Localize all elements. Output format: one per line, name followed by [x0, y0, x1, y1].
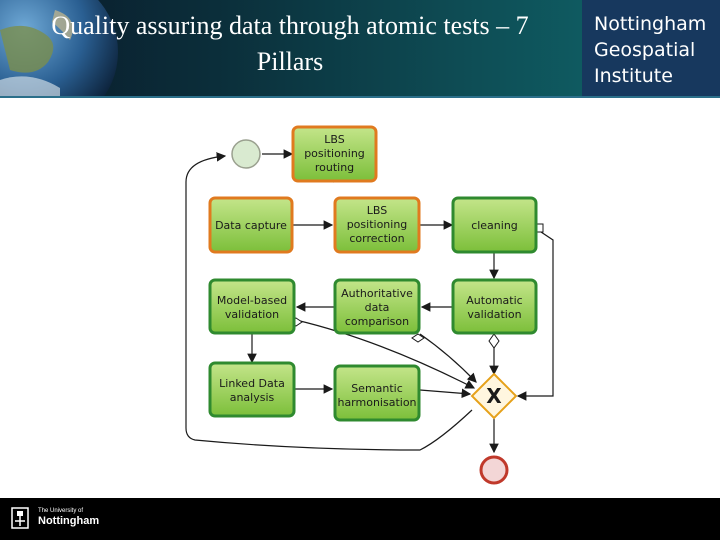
- task-lbs-routing-line-1: LBS: [324, 133, 344, 146]
- task-semantic-line-2: harmonisation: [337, 396, 416, 409]
- task-automatic-line-1: Automatic: [466, 294, 522, 307]
- svg-text:LBS: LBS: [367, 204, 387, 217]
- task-model-validation-line-2: validation: [225, 308, 279, 321]
- task-authoritative-line-2: data: [365, 301, 390, 314]
- svg-text:validation: validation: [225, 308, 279, 321]
- title-line-2: Pillars: [256, 47, 324, 76]
- institute-line-2: Geospatial: [594, 39, 696, 61]
- task-linked-data: Linked Data analysis: [208, 361, 296, 418]
- svg-text:Automatic: Automatic: [466, 294, 522, 307]
- edge-model-to-gateway: [295, 319, 476, 389]
- slide-footer: The University of Nottingham: [0, 498, 720, 540]
- task-model-validation: Model-based validation: [208, 278, 296, 335]
- task-linked-data-line-1: Linked Data: [219, 377, 285, 390]
- task-cleaning-line-1: cleaning: [471, 219, 518, 232]
- connector-automatic: [488, 333, 500, 349]
- svg-text:Semantic: Semantic: [351, 382, 403, 395]
- svg-text:analysis: analysis: [230, 391, 275, 404]
- earth-globe-image: [0, 0, 120, 96]
- svg-text:positioning: positioning: [347, 218, 408, 231]
- task-data-capture-line-1: Data capture: [215, 219, 287, 232]
- svg-text:Data capture: Data capture: [215, 219, 287, 232]
- edge-semantic-to-gateway: [419, 388, 472, 399]
- institute-logo: Nottingham Geospatial Institute: [582, 0, 720, 96]
- svg-text:harmonisation: harmonisation: [337, 396, 416, 409]
- task-lbs-correction-line-2: positioning: [347, 218, 408, 231]
- end-event: [479, 455, 509, 485]
- slide-title: Quality assuring data through atomic tes…: [0, 8, 580, 80]
- gateway-symbol: X: [486, 384, 502, 408]
- task-lbs-routing-line-3: routing: [315, 161, 354, 174]
- slide-header: Quality assuring data through atomic tes…: [0, 0, 720, 96]
- edge-authoritative-to-gateway: [419, 333, 477, 383]
- task-lbs-routing: LBS positioning routing: [291, 125, 378, 183]
- title-line-1: Quality assuring data through atomic tes…: [51, 11, 529, 40]
- svg-text:validation: validation: [467, 308, 521, 321]
- svg-text:X: X: [486, 384, 502, 408]
- footer-university-small: The University of: [38, 508, 84, 514]
- svg-text:Linked Data: Linked Data: [219, 377, 285, 390]
- task-authoritative-line-3: comparison: [345, 315, 409, 328]
- edge-cleaning-to-gateway: [516, 229, 554, 401]
- svg-text:routing: routing: [315, 161, 354, 174]
- task-lbs-correction-line-1: LBS: [367, 204, 387, 217]
- institute-line-1: Nottingham: [594, 13, 707, 35]
- task-data-capture: Data capture: [208, 196, 294, 254]
- svg-text:Authoritative: Authoritative: [341, 287, 413, 300]
- task-automatic-validation: Automatic validation: [451, 278, 538, 335]
- task-authoritative-comparison: Authoritative data comparison: [333, 278, 421, 335]
- task-semantic-line-1: Semantic: [351, 382, 403, 395]
- edge-gateway-loop-to-start: [185, 152, 473, 451]
- task-linked-data-line-2: analysis: [230, 391, 275, 404]
- task-lbs-correction-line-3: correction: [349, 232, 404, 245]
- diagram-edges: [185, 149, 554, 454]
- start-event: [231, 139, 261, 169]
- institute-line-3: Institute: [594, 65, 673, 87]
- svg-text:LBS: LBS: [324, 133, 344, 146]
- task-automatic-line-2: validation: [467, 308, 521, 321]
- svg-text:positioning: positioning: [304, 147, 365, 160]
- connector-authoritative: [411, 333, 425, 343]
- svg-text:correction: correction: [349, 232, 404, 245]
- svg-text:cleaning: cleaning: [471, 219, 518, 232]
- exclusive-gateway: X: [470, 372, 518, 420]
- task-lbs-routing-line-2: positioning: [304, 147, 365, 160]
- svg-text:comparison: comparison: [345, 315, 409, 328]
- svg-text:data: data: [365, 301, 390, 314]
- task-model-validation-line-1: Model-based: [217, 294, 287, 307]
- task-semantic-harmonisation: Semantic harmonisation: [333, 364, 421, 422]
- university-crest-icon: [11, 507, 29, 529]
- footer-university-name: Nottingham: [38, 515, 100, 527]
- header-divider: [0, 96, 720, 98]
- svg-text:Model-based: Model-based: [217, 294, 287, 307]
- task-lbs-correction: LBS positioning correction: [333, 196, 421, 254]
- task-cleaning: cleaning: [451, 196, 538, 254]
- task-authoritative-line-1: Authoritative: [341, 287, 413, 300]
